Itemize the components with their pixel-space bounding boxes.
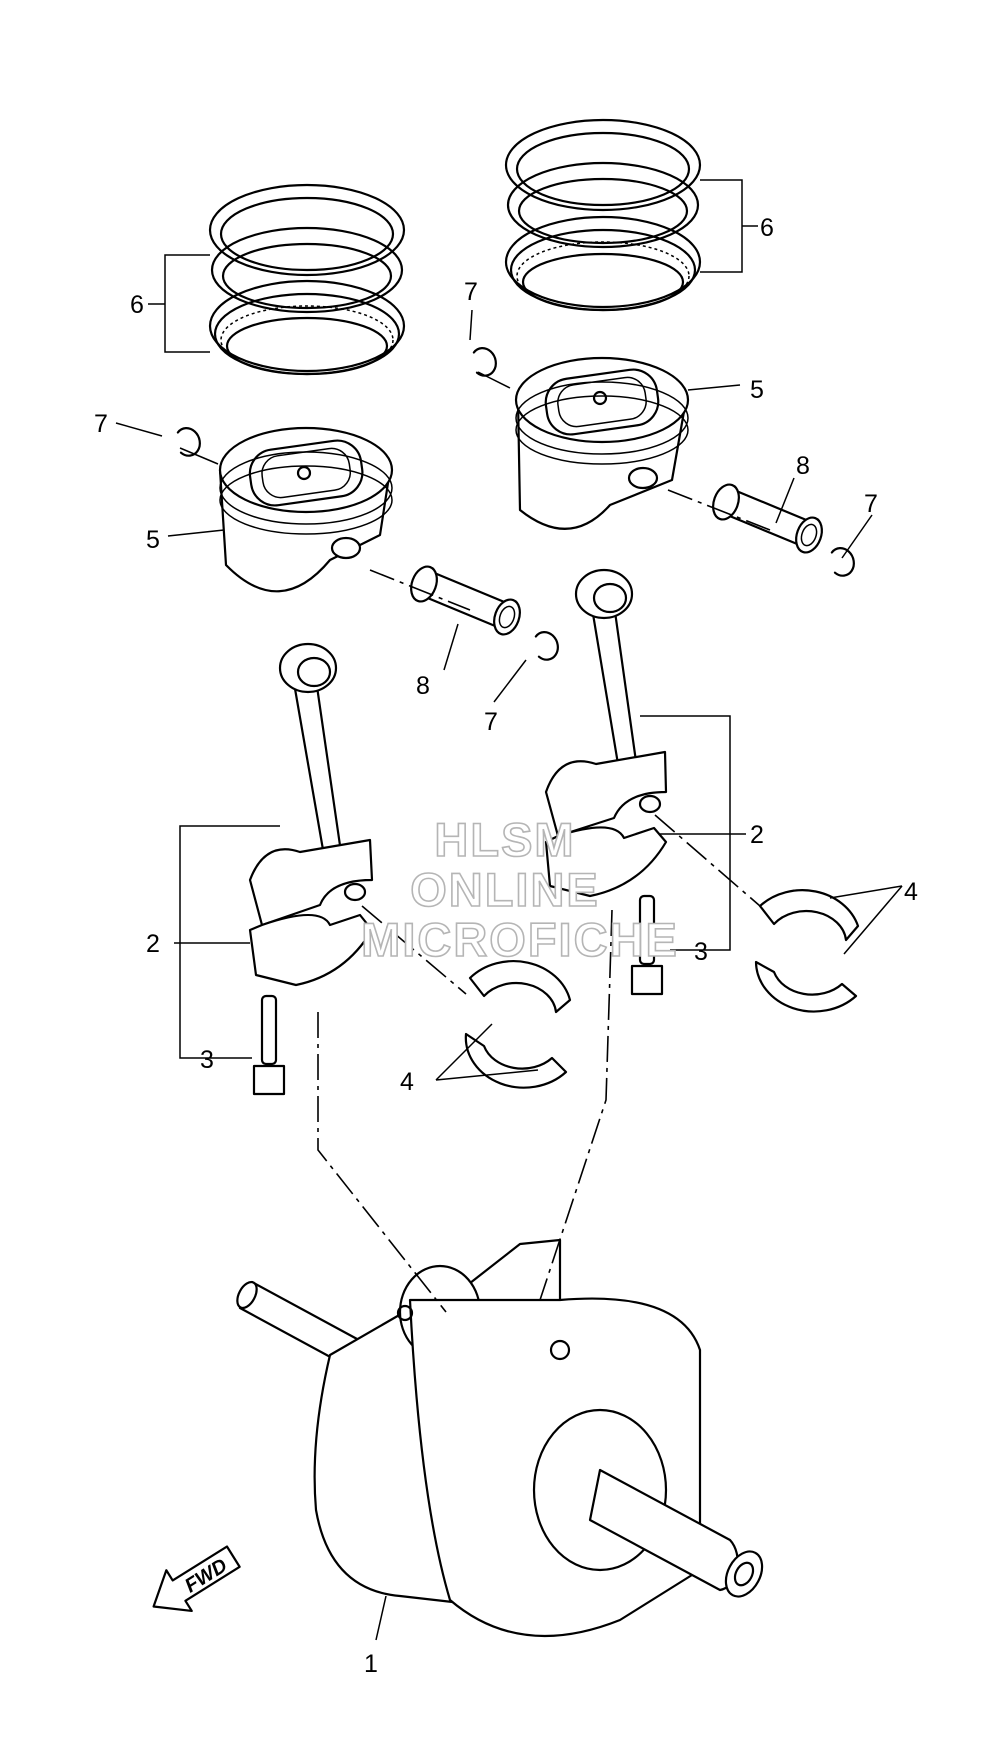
fwd-arrow-icon: FWD bbox=[152, 1545, 241, 1613]
callout-6-right[interactable]: 6 bbox=[760, 214, 774, 242]
conrod-bolts[interactable] bbox=[252, 894, 664, 1096]
piston-right[interactable] bbox=[514, 356, 690, 530]
watermark-line-1: HLSM bbox=[434, 813, 575, 866]
bearing-shells-right[interactable] bbox=[754, 889, 860, 1013]
piston-pins[interactable] bbox=[407, 481, 827, 638]
connecting-rod-right[interactable] bbox=[544, 568, 668, 898]
piston-rings-left[interactable] bbox=[208, 183, 406, 376]
callout-1[interactable]: 1 bbox=[364, 1650, 378, 1678]
crankshaft[interactable] bbox=[233, 1238, 769, 1638]
callout-labels: 6 6 7 7 7 7 5 5 8 8 2 2 3 3 4 4 1 bbox=[94, 214, 918, 1678]
watermark-line-3: MICROFICHE bbox=[361, 913, 679, 966]
piston-left[interactable] bbox=[218, 426, 394, 593]
callout-8-left[interactable]: 8 bbox=[416, 672, 430, 700]
callout-3-left[interactable]: 3 bbox=[200, 1046, 214, 1074]
watermark-line-2: ONLINE bbox=[410, 863, 600, 916]
callout-7-c[interactable]: 7 bbox=[864, 490, 878, 518]
callout-2-left[interactable]: 2 bbox=[146, 930, 160, 958]
callout-3-right[interactable]: 3 bbox=[694, 938, 708, 966]
callout-6-left[interactable]: 6 bbox=[130, 291, 144, 319]
connecting-rod-left[interactable] bbox=[248, 642, 374, 987]
watermark: HLSM ONLINE MICROFICHE bbox=[360, 812, 679, 967]
center-lines bbox=[317, 489, 771, 1313]
callout-7-a[interactable]: 7 bbox=[94, 410, 108, 438]
callout-4-right[interactable]: 4 bbox=[904, 878, 918, 906]
piston-rings-right[interactable] bbox=[504, 118, 702, 312]
bearing-shells-left[interactable] bbox=[464, 960, 572, 1089]
callout-5-left[interactable]: 5 bbox=[146, 526, 160, 554]
callout-7-d[interactable]: 7 bbox=[484, 708, 498, 736]
callout-7-b[interactable]: 7 bbox=[464, 278, 478, 306]
callout-4-left[interactable]: 4 bbox=[400, 1068, 414, 1096]
callout-2-right[interactable]: 2 bbox=[750, 821, 764, 849]
leader-lines bbox=[115, 179, 903, 1641]
callout-5-right[interactable]: 5 bbox=[750, 376, 764, 404]
callout-8-right[interactable]: 8 bbox=[796, 452, 810, 480]
